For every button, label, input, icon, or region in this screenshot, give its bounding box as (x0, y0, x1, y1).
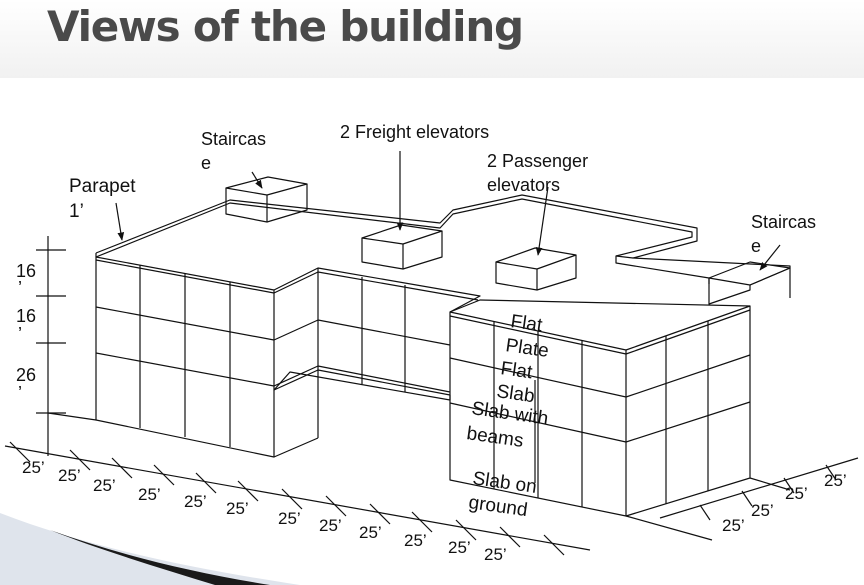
front-bay-labels: 25’ 25’ 25’ 25’ 25’ 25’ 25’ 25’ 25’ 25’ … (22, 458, 507, 564)
front-bay-label: 25’ (184, 492, 207, 511)
flat-slab-label-line2: Slab (495, 381, 536, 407)
side-bay-labels: 25’ 25’ 25’ 25’ (722, 471, 847, 535)
passenger-elevators-box (495, 247, 577, 291)
side-bay-label: 25’ (824, 471, 847, 490)
staircase-right-label-line1: Staircas (751, 212, 816, 232)
title-band (0, 0, 864, 78)
front-bay-label: 25’ (58, 466, 81, 485)
slab-with-beams-label-line2: beams (465, 423, 524, 452)
freight-elevators-label: 2 Freight elevators (340, 122, 489, 142)
front-bay-label: 25’ (319, 516, 342, 535)
side-bay-label: 25’ (722, 516, 745, 535)
flat-plate-label-line2: Plate (504, 335, 550, 362)
front-bay-label: 25’ (484, 545, 507, 564)
front-bay-label: 25’ (93, 476, 116, 495)
roof-outline (95, 194, 791, 298)
staircase-left-label-line1: Staircas (201, 129, 266, 149)
parapet-label-line1: Parapet (69, 176, 136, 197)
front-bay-label: 25’ (359, 523, 382, 542)
east-block-side-wall (449, 299, 751, 517)
front-bay-label: 25’ (448, 538, 471, 557)
side-bay-dimension (625, 457, 859, 541)
staircase-right-label-line2: e (751, 236, 761, 256)
parapet-label-line2: 1’ (69, 201, 84, 222)
story-height-ground-unit: ’ (18, 383, 22, 403)
side-bay-label: 25’ (785, 484, 808, 503)
passenger-elevators-label-line2: elevators (487, 175, 560, 195)
page-title: Views of the building (47, 2, 524, 51)
story-height-ground: 26 (16, 365, 36, 385)
front-bay-label: 25’ (226, 499, 249, 518)
front-bay-dimension (4, 440, 591, 556)
front-bay-label: 25’ (138, 485, 161, 504)
story-height-top: 16 (16, 261, 36, 281)
label-pointers (115, 151, 781, 483)
front-bay-label: 25’ (404, 531, 427, 550)
side-bay-label: 25’ (751, 501, 774, 520)
staircase-left-label-line2: e (201, 153, 211, 173)
page-curl-decoration (0, 513, 300, 585)
story-height-middle: 16 (16, 306, 36, 326)
freight-elevators-box (361, 224, 443, 270)
west-wing-front-wall (95, 256, 275, 458)
staircase-left-box (225, 176, 308, 223)
story-height-top-unit: ’ (18, 278, 22, 298)
slab-on-ground-label-line2: ground (467, 492, 529, 521)
passenger-elevators-label-line1: 2 Passenger (487, 151, 588, 171)
front-bay-label: 25’ (278, 509, 301, 528)
staircase-right-box (708, 261, 791, 305)
flat-plate-label-line1: Flat (509, 311, 544, 336)
story-height-dimension (36, 236, 97, 440)
front-bay-label: 25’ (22, 458, 45, 477)
recessed-middle-wall (273, 267, 481, 458)
story-height-middle-unit: ’ (18, 324, 22, 344)
flat-slab-label-line1: Flat (499, 358, 534, 383)
